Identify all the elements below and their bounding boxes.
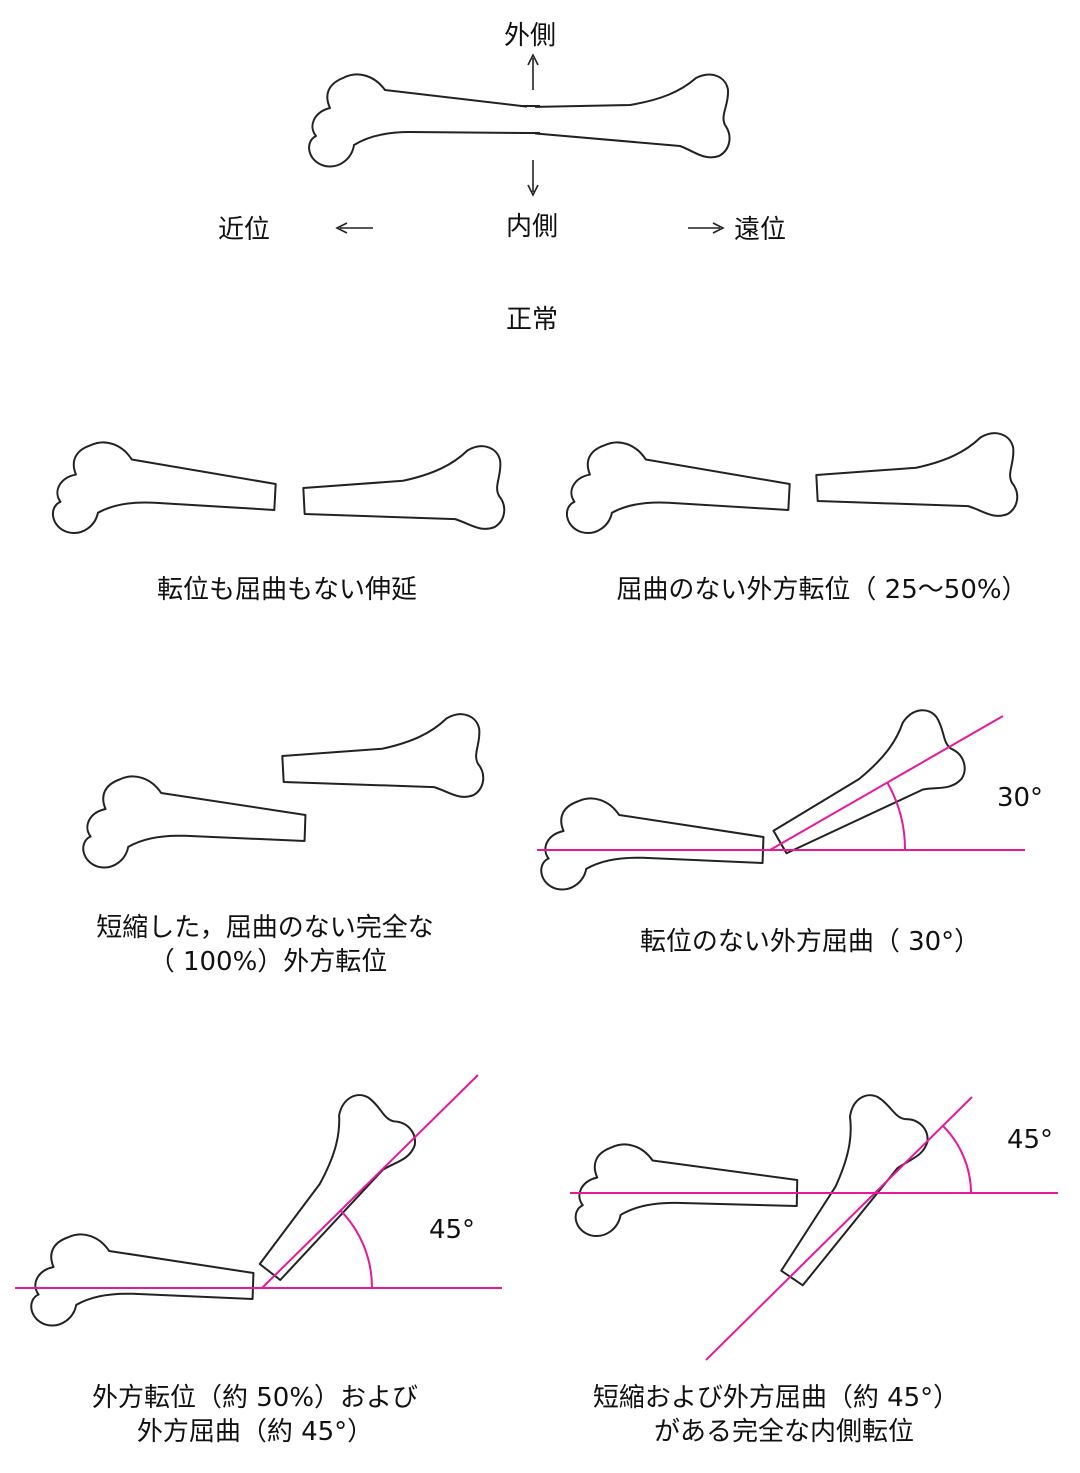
fragment-proximal <box>50 438 279 545</box>
arrow-left-icon <box>335 222 373 234</box>
angle-label: 45° <box>1007 1125 1053 1155</box>
caption-line-2: 外方屈曲（約 45°） <box>137 1417 373 1447</box>
arrow-up-icon <box>527 53 539 90</box>
caption-normal: 正常 <box>506 305 558 335</box>
label-lateral: 外側 <box>504 21 556 51</box>
angle-label: 30° <box>997 783 1043 813</box>
caption-line-2: （ 100%）外方転位 <box>149 947 388 977</box>
shaft-join <box>527 100 535 140</box>
caption-line-1: 短縮および外方屈曲（約 45°） <box>593 1383 959 1413</box>
orientation-arrows <box>335 53 725 234</box>
arrow-right-icon <box>688 222 725 234</box>
angle-arc <box>942 1125 972 1194</box>
panel-displacement-angulation-45: 45° 外方転位（約 50%）および 外方屈曲（約 45°） <box>15 1074 502 1447</box>
label-proximal: 近位 <box>218 215 270 245</box>
reference-line-angled <box>705 1096 973 1361</box>
label-distal: 遠位 <box>734 215 786 245</box>
caption-line-1: 外方転位（約 50%）および <box>92 1383 418 1413</box>
angle-label: 45° <box>429 1215 475 1245</box>
caption: 転位のない外方屈曲（ 30°） <box>640 927 980 957</box>
femur-proximal <box>308 73 531 168</box>
panel-lateral-displacement: 屈曲のない外方転位（ 25〜50%） <box>564 431 1028 605</box>
caption-line-1: 短縮した，屈曲のない完全な <box>96 913 433 943</box>
fragment-distal <box>233 1085 424 1297</box>
fragment-proximal <box>81 773 308 876</box>
angle-arc <box>339 1209 374 1289</box>
fragment-distal <box>300 444 507 540</box>
fragment-distal <box>279 712 486 808</box>
fragment-proximal <box>539 795 766 898</box>
fragment-distal <box>813 431 1020 527</box>
label-medial: 内側 <box>506 212 558 242</box>
angle-arc <box>886 781 907 851</box>
caption: 屈曲のない外方転位（ 25〜50%） <box>616 575 1027 605</box>
femur-distal <box>529 73 731 159</box>
fragment-proximal <box>29 1231 256 1334</box>
arrow-down-icon <box>527 160 539 197</box>
fragment-proximal <box>574 1142 799 1241</box>
panel-medial-displacement-shortening: 45° 短縮および外方屈曲（約 45°） がある完全な内側転位 <box>570 1086 1058 1447</box>
fragment-proximal <box>564 438 793 545</box>
panel-distraction: 転位も屈曲もない伸延 <box>50 438 507 605</box>
caption: 転位も屈曲もない伸延 <box>157 575 417 605</box>
reference-line-angled <box>261 1074 479 1289</box>
caption-line-2: がある完全な内側転位 <box>654 1417 914 1447</box>
fragment-distal <box>756 701 973 876</box>
normal-femur <box>308 73 731 168</box>
panel-shortened-complete-displacement: 短縮した，屈曲のない完全な （ 100%）外方転位 <box>81 712 486 977</box>
panel-angulation-30: 30° 転位のない外方屈曲（ 30°） <box>537 701 1043 957</box>
